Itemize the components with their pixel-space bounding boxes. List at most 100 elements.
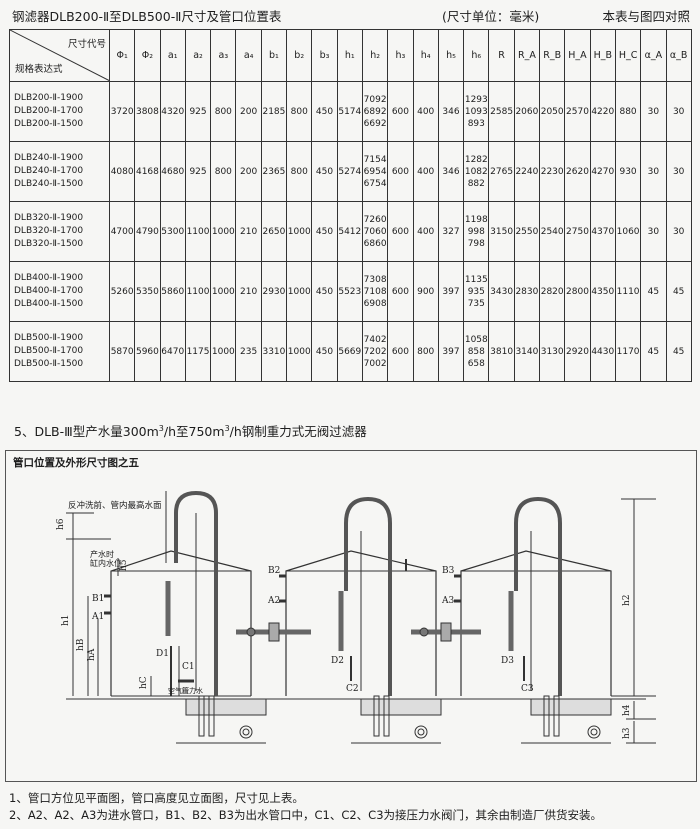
value-cell: 2230: [539, 141, 566, 202]
label-a3: A3: [441, 596, 454, 606]
model-name: DLB200-Ⅱ-1500: [14, 119, 84, 129]
model-name: DLB500-Ⅱ-1900: [14, 333, 84, 343]
value-cell: 4790: [134, 201, 161, 262]
corner-cell: 尺寸代号 规格表达式: [9, 29, 110, 82]
section-heading: 5、DLB-Ⅲ型产水量300m3/h至750m3/h钢制重力式无阀过滤器: [14, 421, 367, 440]
model-name: DLB400-Ⅱ-1900: [14, 273, 84, 283]
value-cell: 327: [437, 201, 465, 262]
section-mid: /h至750m: [163, 424, 225, 439]
value-line: 7202: [363, 346, 387, 357]
value-cell: 2240: [513, 141, 541, 202]
section-suffix: /h钢制重力式无阀过滤器: [229, 424, 367, 439]
value-line: 1135: [464, 274, 488, 285]
value-line: 1082: [464, 166, 488, 177]
column-header: H_C: [614, 29, 642, 82]
column-header: Φ₁: [108, 29, 136, 82]
connector-2-3: [411, 622, 481, 642]
model-name: DLB200-Ⅱ-1700: [14, 106, 84, 116]
value-cell: 2585: [488, 81, 515, 142]
column-header: a₃: [210, 29, 237, 82]
label-c2: C2: [346, 684, 359, 694]
value-cell: 600: [387, 261, 414, 322]
value-cell: 1000: [286, 261, 313, 322]
value-cell: 800: [286, 81, 313, 142]
label-waterlevel2: 缸内水位: [90, 558, 122, 568]
value-cell: 1100: [184, 201, 212, 262]
value-cell: 210: [235, 201, 262, 262]
value-cell: 3810: [488, 321, 515, 382]
label-d1: D1: [156, 649, 169, 659]
value-cell: 5274: [336, 141, 363, 202]
title-row: 钢滤器DLB200-Ⅱ至DLB500-Ⅱ尺寸及管口位置表 (尺寸单位：毫米) 本…: [12, 6, 690, 24]
label-h1: h1: [61, 614, 71, 626]
column-header: a₁: [159, 29, 186, 82]
value-line: 7092: [363, 94, 387, 105]
column-header: h₁: [336, 29, 363, 82]
column-header: h₆: [463, 29, 490, 82]
label-hc: hC: [139, 676, 149, 689]
value-cell: 2800: [564, 261, 591, 322]
value-line: 7402: [363, 334, 387, 345]
value-cell: 4168: [134, 141, 161, 202]
value-cell: 3430: [488, 261, 515, 322]
value-cell: 6470: [159, 321, 186, 382]
model-name: DLB320-Ⅱ-1500: [14, 239, 84, 249]
value-cell: 45: [665, 321, 692, 382]
value-cell: 2765: [488, 141, 515, 202]
value-line: 1198: [464, 214, 488, 225]
value-cell: 800: [210, 81, 237, 142]
value-cell: 2750: [564, 201, 591, 262]
value-cell: 4220: [589, 81, 616, 142]
label-hb: hB: [76, 638, 86, 651]
value-cell: 200: [235, 81, 262, 142]
value-cell: 2920: [564, 321, 591, 382]
value-cell: 450: [311, 81, 338, 142]
label-c1: C1: [182, 662, 195, 672]
column-header: a₂: [184, 29, 212, 82]
value-cell: 1170: [614, 321, 642, 382]
value-cell: 800: [286, 141, 313, 202]
label-d2: D2: [331, 656, 344, 666]
value-cell: 30: [665, 141, 692, 202]
column-header: α_B: [665, 29, 692, 82]
corner-bottom-label: 规格表达式: [15, 64, 63, 75]
column-header: R_B: [539, 29, 566, 82]
column-header: R_A: [513, 29, 541, 82]
value-cell: 45: [640, 261, 667, 322]
value-cell: 450: [311, 141, 338, 202]
value-line: 1058: [464, 334, 488, 345]
value-cell: 3130: [539, 321, 566, 382]
value-line: 6692: [363, 118, 387, 129]
label-b3: B3: [442, 566, 455, 576]
label-h6: h6: [56, 518, 66, 530]
value-cell: 200: [235, 141, 262, 202]
value-line: 6908: [363, 298, 387, 309]
value-cell: 1100: [184, 261, 212, 322]
value-cell: 2570: [564, 81, 591, 142]
value-cell: 450: [311, 261, 338, 322]
label-waterlevel1: 产水时: [90, 549, 114, 559]
value-cell: 346: [437, 141, 465, 202]
value-cell: 600: [387, 81, 414, 142]
model-name: DLB320-Ⅱ-1700: [14, 226, 84, 236]
value-cell: 30: [640, 81, 667, 142]
value-cell: 600: [387, 141, 414, 202]
figure-title: 管口位置及外形尺寸图之五: [13, 457, 139, 469]
value-cell: 1000: [210, 201, 237, 262]
value-cell: 900: [412, 261, 439, 322]
value-cell: 1000: [286, 201, 313, 262]
column-header: a₄: [235, 29, 262, 82]
value-cell: 1060: [614, 201, 642, 262]
value-cell: 3150: [488, 201, 515, 262]
value-cell: 4430: [589, 321, 616, 382]
value-line: 6892: [363, 106, 387, 117]
value-cell: 400: [412, 81, 439, 142]
value-cell: 800: [412, 321, 439, 382]
value-line: 893: [467, 118, 485, 129]
label-a2: A2: [267, 596, 280, 606]
